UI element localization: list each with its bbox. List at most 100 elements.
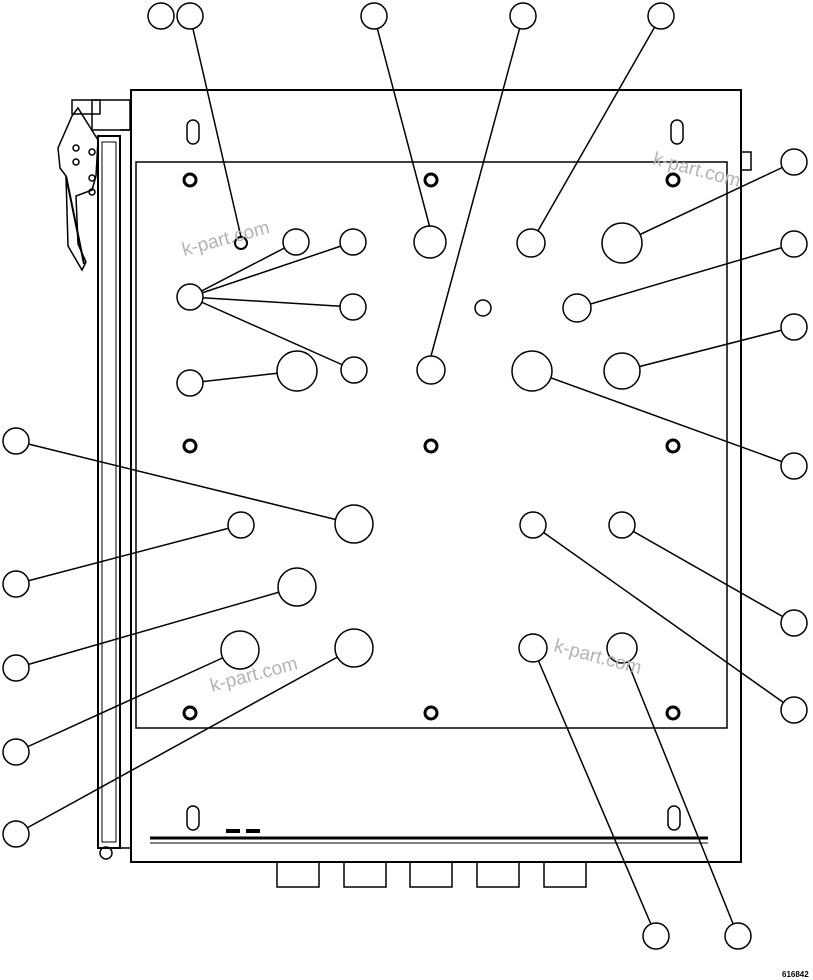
door-latch-handle <box>57 99 101 272</box>
mounting-slot <box>670 119 684 145</box>
fixing-stud <box>423 172 439 188</box>
leader-line <box>189 15 242 238</box>
component-hole <box>227 511 255 539</box>
component-hole <box>334 628 374 668</box>
latch-pivot-2 <box>72 158 80 166</box>
latch-lever <box>65 175 85 265</box>
latch-pivot-4 <box>88 174 96 182</box>
callout-bubble <box>780 452 808 480</box>
leader-line <box>532 647 657 937</box>
door-hinge-top <box>91 99 131 131</box>
component-hole <box>518 633 548 663</box>
fixing-stud <box>665 705 681 721</box>
mounting-slot <box>667 805 681 831</box>
leader-line <box>531 370 795 467</box>
leader-line <box>15 649 241 753</box>
component-hole <box>519 511 547 539</box>
fixing-stud <box>182 438 198 454</box>
callout-bubble <box>780 696 808 724</box>
component-hole <box>339 228 367 256</box>
callout-bubble <box>780 609 808 637</box>
component-hole <box>340 356 368 384</box>
component-hole <box>562 293 592 323</box>
leader-line <box>621 524 795 624</box>
callout-bubble <box>2 738 30 766</box>
mounting-slot <box>186 805 200 831</box>
cable-glands <box>276 861 587 888</box>
component-hole <box>606 632 638 664</box>
component-hole <box>603 352 641 390</box>
callout-bubble <box>147 2 175 30</box>
leader-line <box>430 15 524 357</box>
latch-pivot-3 <box>88 148 96 156</box>
leader-lines <box>15 15 795 937</box>
leader-line <box>15 586 298 669</box>
component-hole <box>334 504 374 544</box>
bottom-markers <box>226 829 260 833</box>
component-hole <box>276 350 318 392</box>
callout-bubble <box>2 570 30 598</box>
leader-line <box>189 296 354 308</box>
component-hole <box>413 225 447 259</box>
leader-line <box>15 647 355 835</box>
leader-line <box>189 241 297 298</box>
bottom-marker <box>226 829 240 833</box>
component-hole <box>277 567 317 607</box>
latch-pivot-1 <box>72 144 80 152</box>
fixing-stud <box>665 172 681 188</box>
fixing-stud <box>182 705 198 721</box>
leader-line <box>621 161 795 244</box>
door-panel-outer <box>97 135 121 849</box>
watermark-text: k-part.com <box>180 217 272 261</box>
callout-bubble <box>724 922 752 950</box>
component-hole <box>511 350 553 392</box>
cable-gland <box>409 861 453 888</box>
callout-bubble <box>647 2 675 30</box>
bottom-marker <box>246 829 260 833</box>
callout-bubble <box>509 2 537 30</box>
callout-bubble <box>360 2 388 30</box>
leader-line <box>15 440 355 525</box>
callout-bubble <box>2 654 30 682</box>
callout-bubble <box>780 313 808 341</box>
leader-line <box>621 326 795 372</box>
cabinet-outer-frame <box>130 89 742 863</box>
fixing-stud <box>423 705 439 721</box>
callout-bubble <box>780 148 808 176</box>
fixing-stud <box>182 172 198 188</box>
mounting-slots <box>186 119 684 831</box>
callout-bubble <box>2 820 30 848</box>
callout-bubble <box>2 427 30 455</box>
component-holes <box>220 222 643 670</box>
mounting-slot <box>186 119 200 145</box>
leader-line <box>532 524 795 711</box>
leader-line <box>576 243 795 309</box>
component-hole <box>601 222 643 264</box>
component-hole <box>516 228 546 258</box>
plate-fixing-studs <box>182 172 681 721</box>
latch-top-bracket <box>71 99 101 115</box>
leader-line <box>189 296 355 371</box>
cable-gland <box>543 861 587 888</box>
fixing-stud <box>423 438 439 454</box>
component-hole <box>282 228 310 256</box>
figure-code: 616842 <box>782 970 809 979</box>
watermark-text: k-part.com <box>651 149 743 193</box>
latch-pivot-5 <box>88 188 96 196</box>
component-hole <box>608 511 636 539</box>
cable-gland <box>343 861 387 888</box>
callout-bubble <box>176 283 204 311</box>
door-hinge-bottom <box>99 846 113 860</box>
cable-gland <box>276 861 320 888</box>
leader-line <box>15 524 242 585</box>
callout-bubble <box>780 230 808 258</box>
leader-line <box>530 15 662 244</box>
callout-bubble <box>642 922 670 950</box>
right-hinge-tab <box>740 151 752 171</box>
component-hole <box>416 355 446 385</box>
mounting-plate <box>135 161 728 729</box>
fixing-stud <box>665 438 681 454</box>
callout-bubble <box>176 369 204 397</box>
callout-bubbles <box>2 2 808 950</box>
